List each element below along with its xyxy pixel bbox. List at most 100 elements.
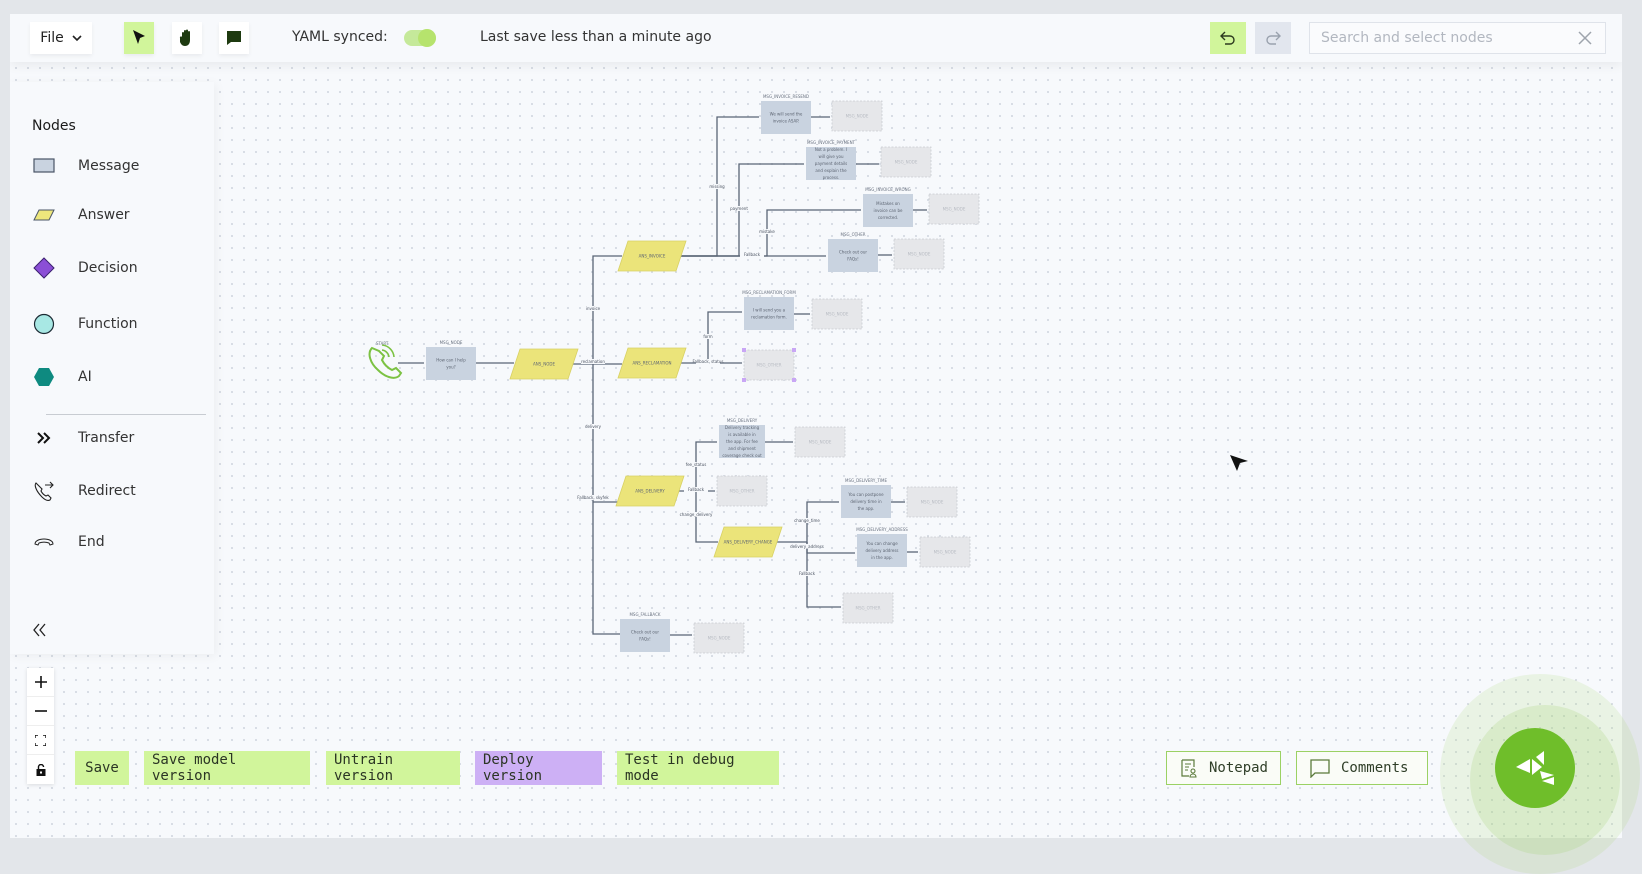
flow-node-placeholder[interactable]: MSG_NODE [811, 298, 863, 330]
notepad-button[interactable]: Notepad [1166, 751, 1281, 785]
palette-item-redirect[interactable]: Redirect [32, 479, 136, 503]
collapse-sidebar-button[interactable] [32, 622, 48, 641]
assistant-launcher-button[interactable] [1495, 728, 1575, 808]
node-text: payment details [815, 161, 847, 166]
deploy-version-label: Deploy version [483, 752, 543, 784]
flow-node-placeholder[interactable]: MSG_NODE [928, 193, 980, 225]
flow-node-placeholder[interactable]: MSG_NODE [831, 100, 883, 132]
node-title: MSG_DELIVERY [727, 418, 758, 423]
node-label: MSG_NODE [908, 252, 931, 257]
palette-item-decision[interactable]: Decision [32, 256, 138, 280]
edge-label-bg [705, 184, 729, 189]
palette-item-message[interactable]: Message [32, 154, 139, 178]
yaml-synced-toggle[interactable] [404, 29, 436, 47]
zoom-in-button[interactable] [27, 668, 54, 697]
untrain-version-button[interactable]: Untrain version [326, 751, 460, 785]
flow-node-answer[interactable]: ANS_NODE [509, 348, 579, 380]
cursor-arrow-icon [133, 30, 145, 44]
selection-handle[interactable] [742, 348, 746, 352]
node-label: ANS_NODE [533, 362, 555, 367]
flow-node-answer[interactable]: ANS_INVOICE [617, 240, 687, 272]
selection-handle[interactable] [792, 378, 796, 382]
save-button[interactable]: Save [75, 751, 129, 785]
palette-item-label: Message [78, 158, 140, 174]
message-rect-icon [33, 158, 55, 173]
save-model-version-button[interactable]: Save model version [144, 751, 310, 785]
flow-node-placeholder[interactable]: MSG_NODE [906, 486, 958, 518]
comments-button[interactable]: Comments [1296, 751, 1428, 785]
edge-label-bg [581, 424, 605, 429]
palette-item-transfer[interactable]: Transfer [32, 426, 134, 450]
palette-item-answer[interactable]: Answer [32, 203, 130, 227]
flow-node-placeholder[interactable]: MSG_OTHER [842, 592, 894, 624]
edge-label-bg [795, 544, 819, 549]
sidebar-title: Nodes [32, 118, 76, 134]
flow-node-placeholder[interactable]: MSG_NODE [880, 146, 932, 178]
edge-labels: missingpaymentmistakeFallbackinvoicerecl… [577, 184, 824, 576]
top-toolbar: File YAML synced: Last save less than a … [10, 14, 1622, 62]
edge-label: reclamation [581, 359, 605, 364]
palette-item-function[interactable]: Function [32, 312, 138, 336]
flow-node-placeholder[interactable]: MSG_NODE [693, 622, 745, 654]
start-node[interactable]: START [368, 341, 403, 379]
node-search-input[interactable] [1321, 30, 1561, 46]
edge-label: payment [730, 206, 748, 211]
flow-node-answer[interactable]: ANS_DELIVERY_CHANGE [713, 526, 783, 558]
zoom-controls [27, 668, 54, 784]
fit-view-button[interactable] [27, 726, 54, 755]
flow-node-placeholder[interactable]: MSG_NODE [794, 426, 846, 458]
flow-node-answer[interactable]: ANS_RECLAMATION [617, 347, 687, 379]
selection-handle[interactable] [792, 348, 796, 352]
node-text: Delivery tracking [725, 425, 760, 430]
undo-button[interactable] [1210, 22, 1246, 54]
palette-item-end[interactable]: End [32, 530, 105, 554]
node-text: Check out our [839, 250, 867, 255]
edge-label: missing [709, 184, 725, 189]
file-menu-button[interactable]: File [30, 22, 92, 54]
flow-node-placeholder[interactable]: MSG_NODE [919, 536, 971, 568]
node-label: MSG_OTHER [730, 489, 755, 494]
flow-node-placeholder[interactable]: MSG_NODE [893, 238, 945, 270]
flow-node-answer[interactable]: ANS_DELIVERY [615, 475, 685, 507]
phone-icon [368, 346, 403, 379]
deploy-version-button[interactable]: Deploy version [475, 751, 602, 785]
zoom-out-button[interactable] [27, 697, 54, 726]
flow-node-placeholder[interactable]: MSG_OTHER [742, 348, 796, 382]
redo-button[interactable] [1255, 22, 1291, 54]
lock-button[interactable] [27, 755, 54, 784]
comment-tool-button[interactable] [219, 22, 249, 54]
node-title: MSG_NODE [440, 340, 463, 345]
palette-item-ai[interactable]: AI [32, 365, 92, 389]
flow-edge [806, 542, 841, 608]
edge-label: form [703, 334, 712, 339]
pan-tool-button[interactable] [172, 22, 202, 54]
node-label: MSG_NODE [921, 500, 944, 505]
hand-icon [179, 29, 190, 46]
test-debug-mode-button[interactable]: Test in debug mode [617, 751, 779, 785]
edge-label: mistake [759, 229, 775, 234]
selection-handle[interactable] [742, 378, 746, 382]
node-text: We will send the [770, 112, 803, 117]
select-tool-button[interactable] [124, 22, 154, 54]
node-text: the app. For fee [726, 439, 758, 444]
edge-label: Fallback [799, 571, 816, 576]
answer-parallelogram-icon [33, 209, 55, 221]
node-text: I will send you a [753, 308, 786, 313]
flow-node-placeholder[interactable]: MSG_OTHER [716, 475, 768, 507]
lock-icon [36, 763, 45, 776]
close-icon[interactable] [1577, 30, 1593, 46]
node-text: you? [446, 365, 455, 370]
edge-label: change_delivery [680, 512, 713, 517]
